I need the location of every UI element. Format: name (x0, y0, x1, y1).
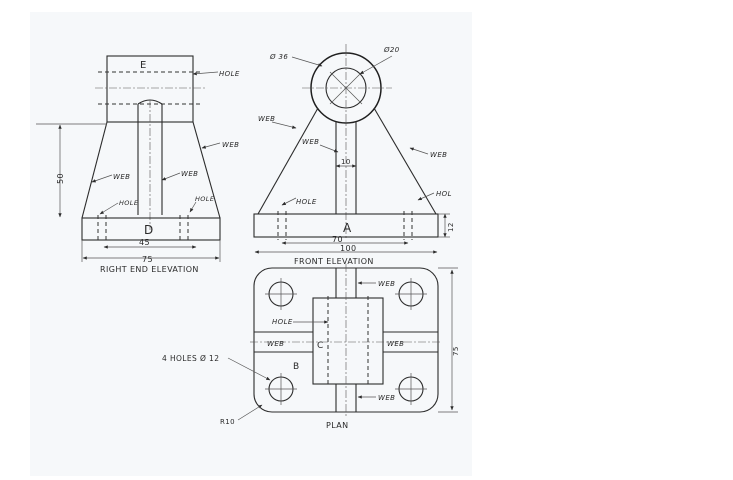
label-web-left: WEB (113, 173, 130, 181)
label-hole-left: HOLE (296, 198, 317, 206)
label-web-right: WEB (222, 141, 239, 149)
title-right-end-elevation: RIGHT END ELEVATION (100, 265, 199, 274)
label-web-right: WEB (387, 340, 404, 348)
dim-70: 70 (332, 235, 343, 244)
label-web-mid: WEB (181, 170, 198, 178)
label-web-left: WEB (258, 115, 275, 123)
label-web-left: WEB (267, 340, 284, 348)
label-web-right: WEB (430, 151, 447, 159)
dim-75: 75 (142, 255, 153, 264)
dim-45: 45 (139, 238, 150, 247)
label-hole-top: HOLE (219, 70, 240, 78)
dim-50: 50 (56, 173, 65, 184)
base-d (81, 217, 221, 241)
label-hole-left: HOLE (119, 199, 139, 207)
label-dia-20: Ø20 (383, 46, 400, 54)
base-a (253, 213, 439, 238)
dim-10: 10 (341, 158, 351, 166)
right-end-elevation: E D HOLE WEB WEB WEB HOLE HOLE 50 45 75 … (36, 55, 240, 274)
label-web-top: WEB (378, 280, 395, 288)
plan-view: WEB HOLE WEB WEB WEB C B 4 HOLES Ø 12 R1… (162, 264, 460, 430)
letter-c: C (317, 341, 324, 351)
plan-block-c (312, 297, 384, 385)
letter-d: D (144, 223, 154, 237)
note-r10: R10 (220, 418, 235, 426)
label-hole-right: HOLE (195, 195, 215, 203)
letter-b: B (293, 362, 300, 372)
dim-12: 12 (447, 222, 455, 232)
label-web-bottom: WEB (378, 394, 395, 402)
title-front-elevation: FRONT ELEVATION (294, 257, 374, 266)
boss-outer-circle (310, 52, 382, 124)
note-4-holes: 4 HOLES Ø 12 (162, 354, 219, 363)
front-elevation: Ø 36 Ø20 WEB WEB WEB HOLE HOL 10 A 70 10… (253, 44, 455, 266)
paper-sheet (30, 12, 472, 476)
title-plan: PLAN (326, 421, 349, 430)
letter-e: E (140, 60, 147, 71)
dim-75: 75 (452, 346, 460, 356)
label-hole-right: HOL (436, 190, 452, 198)
label-web-inner: WEB (302, 138, 319, 146)
label-dia-36: Ø 36 (269, 53, 288, 61)
letter-a: A (343, 221, 352, 235)
label-hole: HOLE (272, 318, 293, 326)
dim-100: 100 (340, 244, 356, 253)
